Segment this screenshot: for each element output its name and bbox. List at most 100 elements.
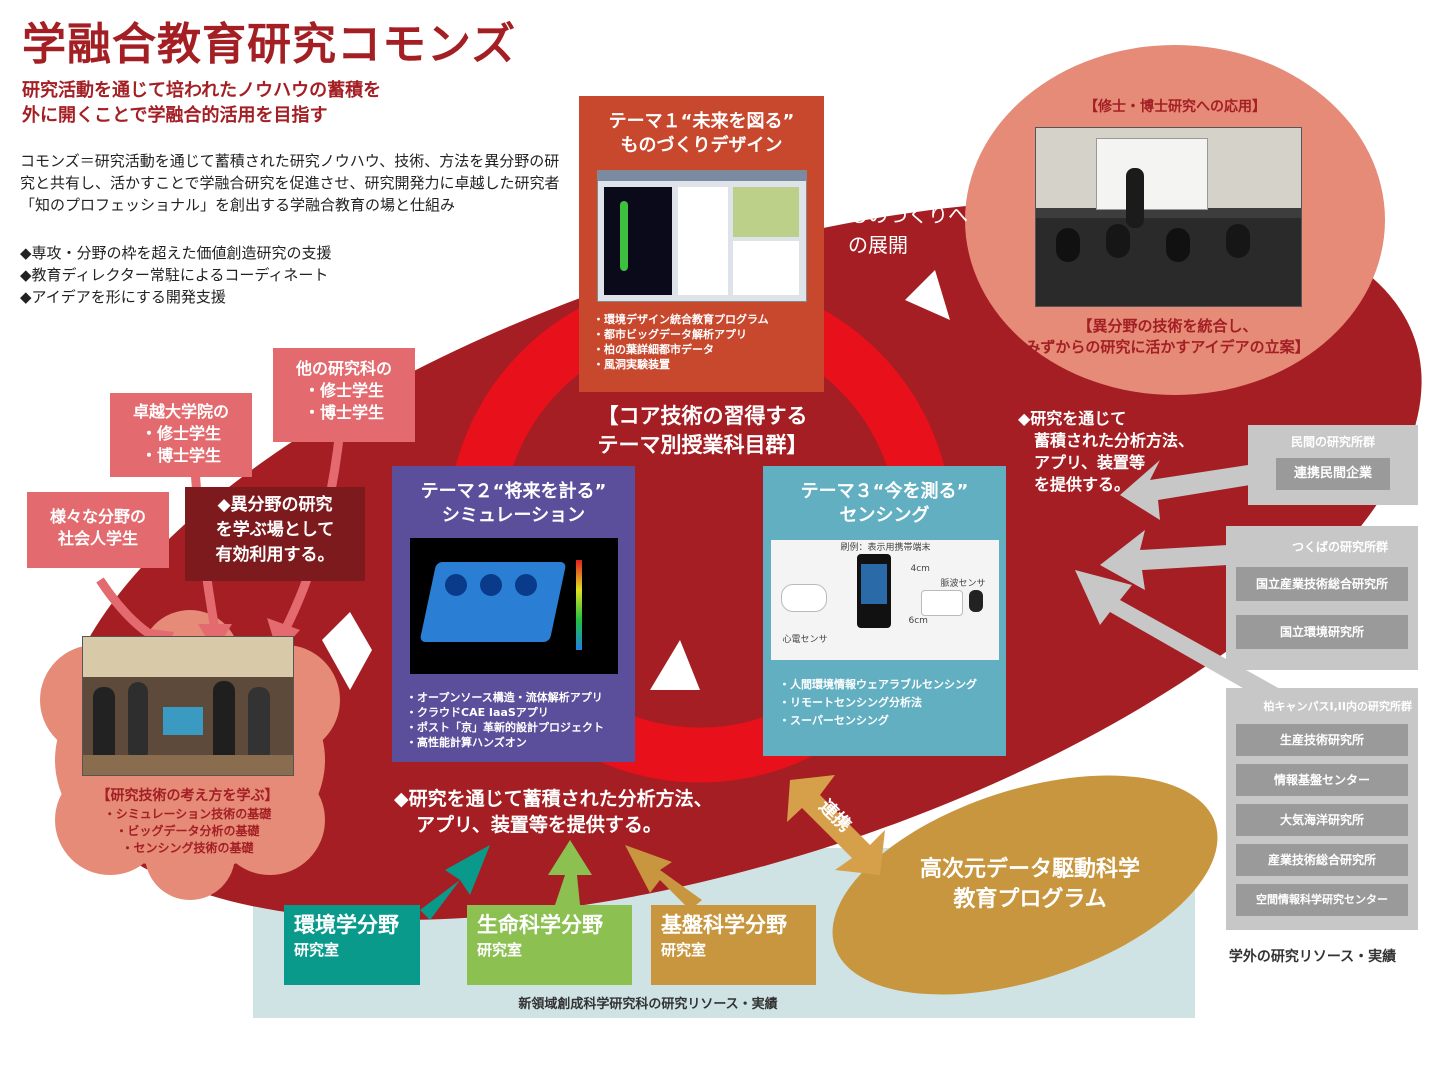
renkei-arrow — [787, 775, 885, 875]
box-line: 様々な分野の — [49, 507, 146, 526]
provide-line: 蓄積された分析方法、 — [1034, 431, 1195, 450]
life-arrow — [548, 840, 592, 905]
theme-item: ・スーパーセンシング — [779, 714, 889, 727]
life-science-field-box: 生命科学分野 研究室 — [467, 905, 632, 985]
field-name: 生命科学分野 — [477, 913, 603, 937]
institute-item: 大気海洋研究所 — [1236, 804, 1408, 836]
sensor-photo: 刷例：表示用携帯端末 心電センサ 脈波センサ 4cm 6cm — [770, 540, 999, 660]
field-sub: 研究室 — [661, 941, 707, 959]
provide-line: を提供する。 — [1034, 475, 1131, 494]
provide-line: ◆研究を通じて蓄積された分析方法、 — [394, 788, 713, 810]
env-arrow — [420, 845, 490, 920]
bullet-item: ◆教育ディレクター常駐によるコーディネート — [20, 266, 329, 284]
note-line: 有効利用する。 — [215, 545, 335, 565]
box-line: 他の研究科の — [295, 359, 392, 378]
basic-science-field-box: 基盤科学分野 研究室 — [651, 905, 816, 985]
theme-title-line: センシング — [839, 505, 930, 526]
learn-title: 【研究技術の考え方を学ぶ】 — [96, 788, 279, 804]
core-subjects-label: 【コア技術の習得する テーマ別授業科目群】 — [580, 402, 825, 460]
box-line: ・修士学生 — [303, 381, 384, 400]
box-line: ・博士学生 — [140, 446, 221, 465]
private-institutes-group: 民間の研究所群 連携民間企業 — [1248, 425, 1418, 505]
theme-item: ・クラウドCAE IaaSアプリ — [406, 706, 549, 719]
sensor-dim-label: 6cm — [908, 616, 928, 626]
group-header: 柏キャンパスI,II内の研究所群 — [1263, 700, 1412, 713]
program-ellipse — [832, 775, 1218, 995]
seminar-photo — [1035, 127, 1302, 307]
social-line: 社会実装、 — [848, 173, 948, 197]
theme1-card: テーマ１“未来を図る” ものづくりデザイン ・環境デザイン統合教育プログラム ・… — [579, 96, 824, 392]
theme1-items: ・環境デザイン統合教育プログラム ・都市ビッグデータ解析アプリ ・柏の葉詳細都市… — [593, 312, 824, 372]
bullet-item: ◆アイデアを形にする開発支援 — [20, 288, 226, 306]
field-sub: 研究室 — [477, 941, 523, 959]
institute-item: 国立産業技術総合研究所 — [1236, 567, 1408, 601]
group-header: 民間の研究所群 — [1290, 435, 1375, 449]
environment-field-box: 環境学分野 研究室 — [284, 905, 420, 985]
theme-item: ・高性能計算ハンズオン — [406, 736, 527, 749]
box-line: ・修士学生 — [140, 424, 221, 443]
theme-item: ・柏の葉詳細都市データ — [593, 343, 714, 356]
external-resource-label: 学外の研究リソース・実績 — [1228, 949, 1397, 965]
provide-bottom-text: ◆研究を通じて蓄積された分析方法、 アプリ、装置等を提供する。 — [394, 786, 713, 838]
field-sub: 研究室 — [294, 941, 340, 959]
theme3-card: テーマ３“今を測る” センシング 刷例：表示用携帯端末 心電センサ 脈波センサ … — [763, 466, 1006, 756]
institute-item: 国立環境研究所 — [1236, 615, 1408, 649]
theme-title-line: テーマ１“未来を図る” — [608, 111, 795, 132]
institute-item: 情報基盤センター — [1236, 764, 1408, 796]
box-line: ・博士学生 — [303, 403, 384, 422]
provide-line: ◆研究を通じて — [1018, 409, 1127, 428]
theme-title-line: シミュレーション — [441, 505, 586, 526]
social-line: ものづくりへ — [848, 203, 968, 227]
sensor-wave-label: 脈波センサ — [940, 579, 986, 589]
sensor-ecg-label: 心電センサ — [782, 635, 828, 645]
tsukuba-institutes-group: つくばの研究所群 国立産業技術総合研究所 国立環境研究所 — [1226, 526, 1418, 670]
provide-right-text: ◆研究を通じて 蓄積された分析方法、 アプリ、装置等 を提供する。 — [1018, 408, 1194, 496]
institute-item: 連携民間企業 — [1276, 458, 1390, 490]
learn-text: 【研究技術の考え方を学ぶ】 ・シミュレーション技術の基礎 ・ビッグデータ分析の基… — [60, 787, 315, 857]
program-label: 高次元データ駆動科学 教育プログラム — [885, 855, 1175, 915]
engine-simulation-image — [409, 538, 618, 674]
theme-item: ・リモートセンシング分析法 — [779, 696, 922, 709]
ibunya-note: ◆異分野の研究 を学ぶ場として 有効利用する。 — [185, 487, 365, 581]
theme-item: ・風洞実験装置 — [593, 358, 670, 371]
working-students-box: 様々な分野の 社会人学生 — [27, 492, 169, 568]
theme-item: ・ポスト「京」革新的設計プロジェクト — [406, 721, 604, 734]
theme2-items: ・オープンソース構造・流体解析アプリ ・クラウドCAE IaaSアプリ ・ポスト… — [406, 690, 635, 750]
bullet-item: ◆専攻・分野の枠を超えた価値創造研究の支援 — [20, 244, 332, 262]
social-line: の展開 — [848, 233, 908, 257]
box-line: 卓越大学院の — [132, 402, 229, 421]
learn-item: ・シミュレーション技術の基礎 — [103, 807, 272, 821]
support-bullets: ◆専攻・分野の枠を超えた価値創造研究の支援 ◆教育ディレクター常駐によるコーディ… — [20, 242, 332, 308]
theme-title-line: テーマ３“今を測る” — [800, 481, 969, 502]
external-arrows — [1075, 460, 1300, 715]
other-graduate-students-box: 他の研究科の ・修士学生 ・博士学生 — [273, 348, 415, 442]
application-top-label: 【修士・博士研究への応用】 — [1084, 99, 1266, 115]
learn-item: ・センシング技術の基礎 — [121, 841, 254, 855]
theme-item: ・環境デザイン統合教育プログラム — [593, 313, 769, 326]
white-arrows — [322, 270, 950, 690]
institute-item: 産業技術総合研究所 — [1236, 844, 1408, 876]
subtitle: 研究活動を通じて培われたノウハウの蓄積を 外に開くことで学融合的活用を目指す — [22, 78, 381, 128]
note-line: ◆異分野の研究 — [217, 495, 333, 515]
field-name: 環境学分野 — [294, 913, 399, 937]
provide-line: アプリ、装置等を提供する。 — [416, 814, 662, 836]
box-line: 社会人学生 — [57, 529, 138, 548]
theme-item: ・人間環境情報ウェアラブルセンシング — [779, 678, 977, 691]
theme3-items: ・人間環境情報ウェアラブルセンシング ・リモートセンシング分析法 ・スーパーセン… — [779, 676, 1006, 730]
sensor-dim-label: 4cm — [910, 564, 930, 574]
sensor-photo-caption: 刷例：表示用携帯端末 — [840, 543, 931, 553]
note-line: を学ぶ場として — [215, 520, 335, 540]
institute-item: 空間情報科学研究センター — [1236, 884, 1408, 916]
core-label-line: テーマ別授業科目群】 — [597, 433, 808, 457]
subtitle-line: 外に開くことで学融合的活用を目指す — [22, 105, 328, 126]
theme-title: テーマ２“将来を計る” シミュレーション — [392, 480, 635, 528]
theme-title-line: テーマ２“将来を計る” — [420, 481, 607, 502]
theme-item: ・都市ビッグデータ解析アプリ — [593, 328, 747, 341]
internal-resource-label: 新領域創成科学研究科の研究リソース・実績 — [518, 997, 778, 1012]
institute-item: 生産技術研究所 — [1236, 724, 1408, 756]
theme-title-line: ものづくりデザイン — [620, 135, 783, 156]
page-title: 学融合教育研究コモンズ — [22, 19, 517, 70]
theme-item: ・オープンソース構造・流体解析アプリ — [406, 691, 603, 704]
provide-line: アプリ、装置等 — [1034, 453, 1146, 472]
program-line: 教育プログラム — [953, 887, 1107, 912]
